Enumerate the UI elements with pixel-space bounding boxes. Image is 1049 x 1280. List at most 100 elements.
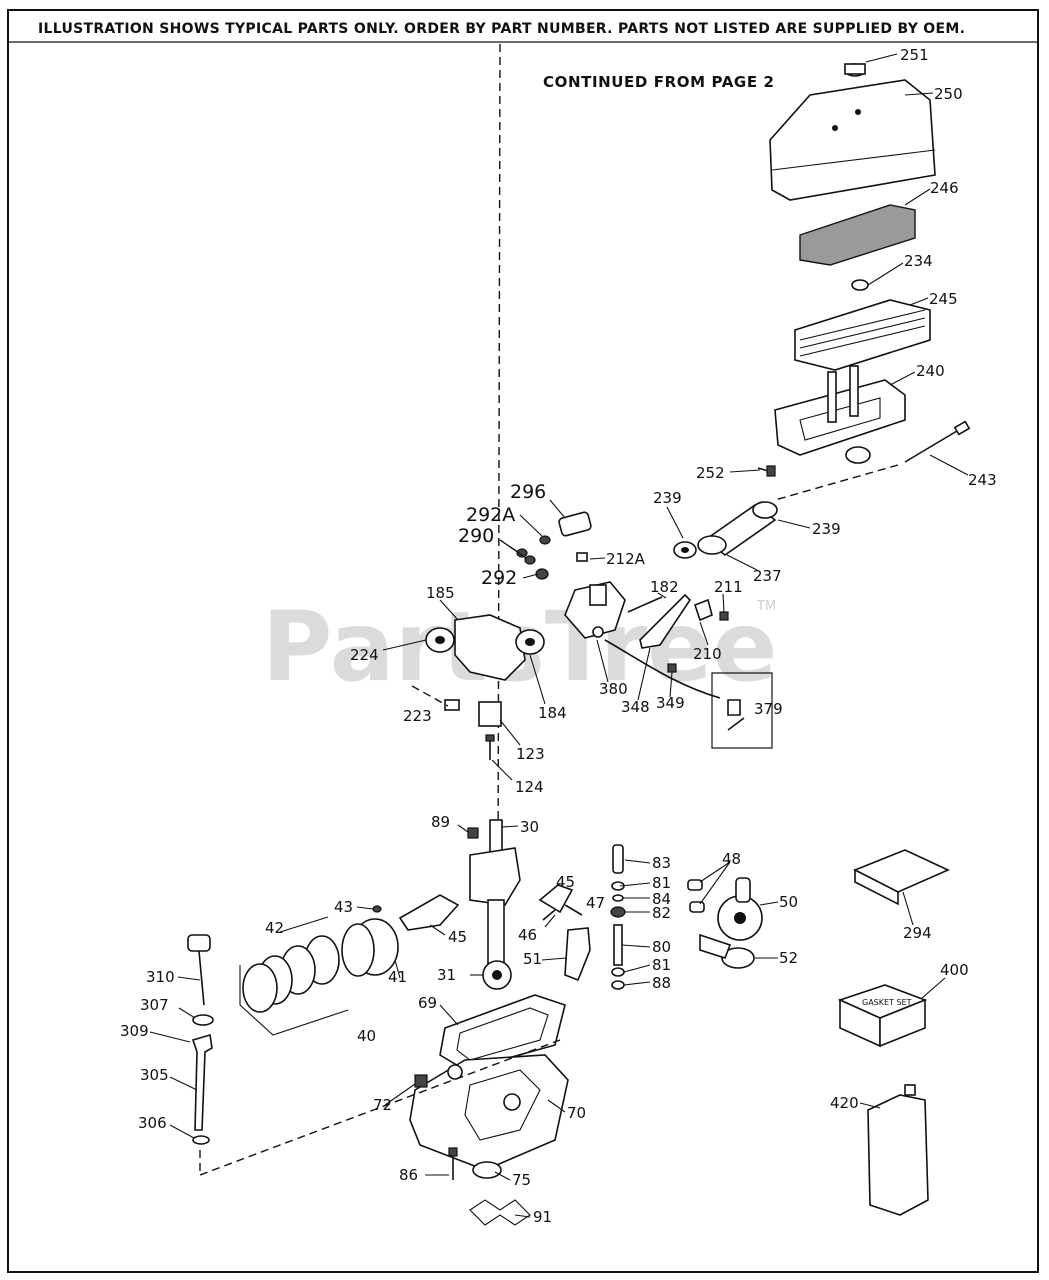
sump-bolt-86 <box>448 1147 458 1180</box>
part-label-294: 294 <box>903 924 932 942</box>
air-filter-nut <box>851 279 869 291</box>
part-label-41: 41 <box>388 968 407 986</box>
part-label-86: 86 <box>399 1166 418 1184</box>
oring-307 <box>192 1014 214 1026</box>
part-label-251: 251 <box>900 46 929 64</box>
screw-223-guide <box>411 685 449 707</box>
air-cleaner-cover <box>769 79 936 201</box>
part-label-223: 223 <box>403 707 432 725</box>
oring-306 <box>192 1135 210 1145</box>
part-label-379: 379 <box>754 700 783 718</box>
part-label-84: 84 <box>652 890 671 908</box>
part-label-348: 348 <box>621 698 650 716</box>
dipstick-tube-305 <box>191 1033 213 1131</box>
crankshaft-key-89 <box>467 827 479 839</box>
part-label-47: 47 <box>586 894 605 912</box>
part-label-124: 124 <box>515 778 544 796</box>
continued-note: CONTINUED FROM PAGE 2 <box>543 73 775 91</box>
part-label-48: 48 <box>722 850 741 868</box>
ring-set-bracket-42 <box>279 916 329 933</box>
gasket-184 <box>515 629 545 655</box>
governor-gear-51 <box>564 927 591 982</box>
part-label-296: 296 <box>510 481 546 503</box>
part-label-80: 80 <box>652 938 671 956</box>
part-label-40: 40 <box>357 1027 376 1045</box>
rod-bolt-43 <box>372 905 382 913</box>
clamp-123 <box>478 701 502 727</box>
camshaft-gear-50 <box>717 877 763 941</box>
part-label-252: 252 <box>696 464 725 482</box>
governor-lever-45 <box>538 884 574 914</box>
carburetor-bolt-182 <box>627 596 663 613</box>
crankshaft-30 <box>469 819 521 971</box>
part-label-88: 88 <box>652 974 671 992</box>
part-label-292: 292 <box>481 567 517 589</box>
part-label-83: 83 <box>652 854 671 872</box>
part-label-69: 69 <box>418 994 437 1012</box>
part-label-307: 307 <box>140 996 169 1014</box>
part-label-210: 210 <box>693 645 722 663</box>
part-label-234: 234 <box>904 252 933 270</box>
part-label-306: 306 <box>138 1114 167 1132</box>
part-label-182: 182 <box>650 578 679 596</box>
part-label-309: 309 <box>120 1022 149 1040</box>
part-label-52: 52 <box>779 949 798 967</box>
part-label-237: 237 <box>753 567 782 585</box>
part-label-239-right: 239 <box>812 520 841 538</box>
intake-gasket-left <box>673 541 697 559</box>
part-label-246: 246 <box>930 179 959 197</box>
carburetor <box>564 581 626 639</box>
part-label-290: 290 <box>458 525 494 547</box>
part-label-239-left: 239 <box>653 489 682 507</box>
base-to-tube-guide <box>774 464 899 501</box>
screw-212a <box>576 552 588 562</box>
governor-bracket-348 <box>639 593 692 649</box>
gasket-set-400: GASKET SET <box>837 984 928 1048</box>
part-label-123: 123 <box>516 745 545 763</box>
part-label-43: 43 <box>334 898 353 916</box>
bracket-clip-210 <box>693 598 713 622</box>
part-label-349: 349 <box>656 694 685 712</box>
long-bolt <box>904 420 971 463</box>
part-label-240: 240 <box>916 362 945 380</box>
governor-bolt-47 <box>564 904 583 916</box>
part-label-45-governor: 45 <box>556 873 575 891</box>
intake-elbow-185 <box>454 614 526 681</box>
part-label-46: 46 <box>518 926 537 944</box>
ring-set-bracket-40 <box>239 965 349 1036</box>
air-filter-precleaner <box>799 204 916 266</box>
fuel-fitting-296 <box>558 511 592 537</box>
governor-shaft-46 <box>542 909 556 921</box>
screw-349 <box>667 663 677 673</box>
intake-tube <box>697 501 778 556</box>
manual-kit-294 <box>853 849 950 906</box>
dipstick-cap-310 <box>187 934 211 1006</box>
part-label-250: 250 <box>934 85 963 103</box>
screw-223 <box>444 699 460 711</box>
part-label-305: 305 <box>140 1066 169 1084</box>
part-label-81-top: 81 <box>652 874 671 892</box>
oil-bottle-420 <box>867 1084 929 1216</box>
valve-lifters-48 <box>687 879 705 913</box>
air-filter-element <box>794 299 931 371</box>
part-label-30: 30 <box>520 818 539 836</box>
oil-seal-75 <box>472 1161 502 1179</box>
part-label-51: 51 <box>523 950 542 968</box>
governor-spindle-stack <box>610 844 626 990</box>
part-label-81-bottom: 81 <box>652 956 671 974</box>
part-label-211: 211 <box>714 578 743 596</box>
part-label-292a: 292A <box>466 504 515 526</box>
sump-gasket-69 <box>439 994 566 1071</box>
drain-plug-72 <box>414 1074 428 1088</box>
screw-124 <box>485 734 495 760</box>
air-cleaner-cover-knob <box>844 63 866 77</box>
part-label-75: 75 <box>512 1171 531 1189</box>
part-label-420: 420 <box>830 1094 859 1112</box>
connecting-rod-45 <box>398 894 460 931</box>
blade-adapter-91 <box>469 1199 531 1226</box>
part-label-310: 310 <box>146 968 175 986</box>
part-label-243: 243 <box>968 471 997 489</box>
assembly-centerline <box>497 43 501 881</box>
small-screw-252 <box>757 465 776 477</box>
